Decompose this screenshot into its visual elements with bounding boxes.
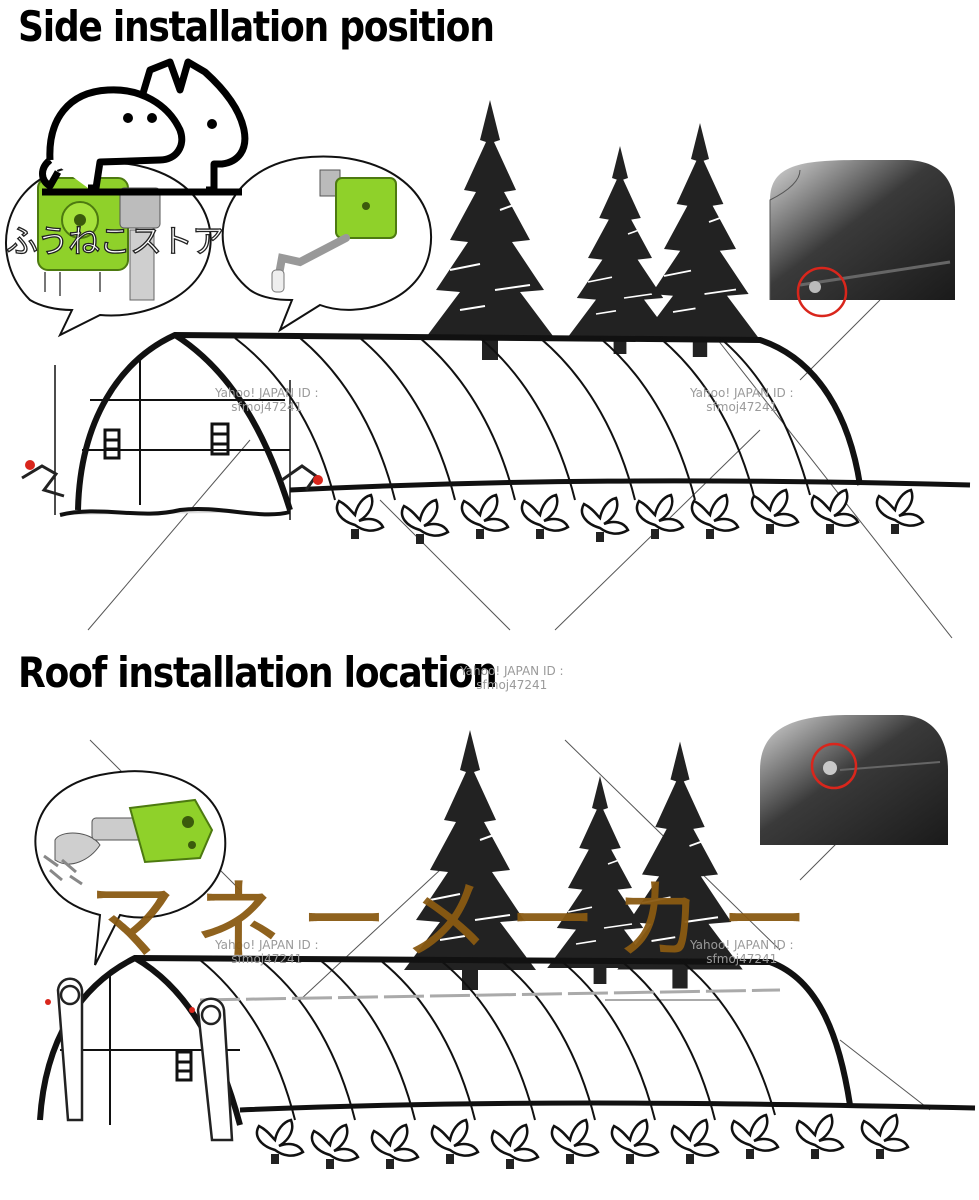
crank-winch-icon bbox=[37, 177, 161, 301]
heading-side-installation: Side installation position bbox=[18, 2, 495, 51]
store-logo bbox=[39, 58, 249, 196]
guide-lines-top bbox=[87, 299, 953, 639]
pine-tree-icon bbox=[423, 99, 761, 361]
store-name: ふうねこストア bbox=[5, 221, 224, 260]
greenhouse-icon bbox=[37, 954, 976, 1126]
plant-row-top bbox=[335, 488, 925, 546]
watermark-line1: Yahoo! JAPAN ID : bbox=[690, 386, 794, 400]
watermark-line2: sfmoj47241 bbox=[706, 952, 778, 966]
window-icon bbox=[175, 1050, 193, 1082]
crank-winch-icon bbox=[43, 798, 214, 886]
plant-row-bottom bbox=[255, 1113, 910, 1171]
maker-watermark: マネーメーカー bbox=[88, 869, 827, 972]
watermark-line1: Yahoo! JAPAN ID : bbox=[460, 664, 564, 678]
watermark: Yahoo! JAPAN ID : sfmoj47241 bbox=[690, 938, 794, 966]
watermark-line2: sfmoj47241 bbox=[231, 400, 303, 414]
watermark-line1: Yahoo! JAPAN ID : bbox=[215, 386, 319, 400]
watermark: Yahoo! JAPAN ID : sfmoj47241 bbox=[690, 386, 794, 414]
side-crank-icon bbox=[21, 460, 323, 498]
logo-eyes-icon bbox=[123, 113, 217, 129]
watermark-line2: sfmoj47241 bbox=[231, 952, 303, 966]
tunnel-photo-top bbox=[769, 160, 955, 318]
watermark: Yahoo! JAPAN ID : sfmoj47241 bbox=[215, 938, 319, 966]
heading-roof-installation: Roof installation location bbox=[18, 648, 498, 697]
watermark-line1: Yahoo! JAPAN ID : bbox=[690, 938, 794, 952]
watermark-line2: sfmoj47241 bbox=[706, 400, 778, 414]
crank-winch-icon bbox=[271, 169, 397, 293]
watermark-line1: Yahoo! JAPAN ID : bbox=[215, 938, 319, 952]
tunnel-photo-bottom bbox=[760, 715, 948, 845]
watermark-line2: sfmoj47241 bbox=[476, 678, 548, 692]
ground-line bbox=[59, 506, 291, 517]
watermark: Yahoo! JAPAN ID : sfmoj47241 bbox=[215, 386, 319, 414]
watermark: Yahoo! JAPAN ID : sfmoj47241 bbox=[460, 664, 564, 692]
roof-crank-icon bbox=[45, 977, 234, 1142]
window-icon bbox=[103, 422, 230, 460]
greenhouse-icon bbox=[54, 331, 971, 520]
